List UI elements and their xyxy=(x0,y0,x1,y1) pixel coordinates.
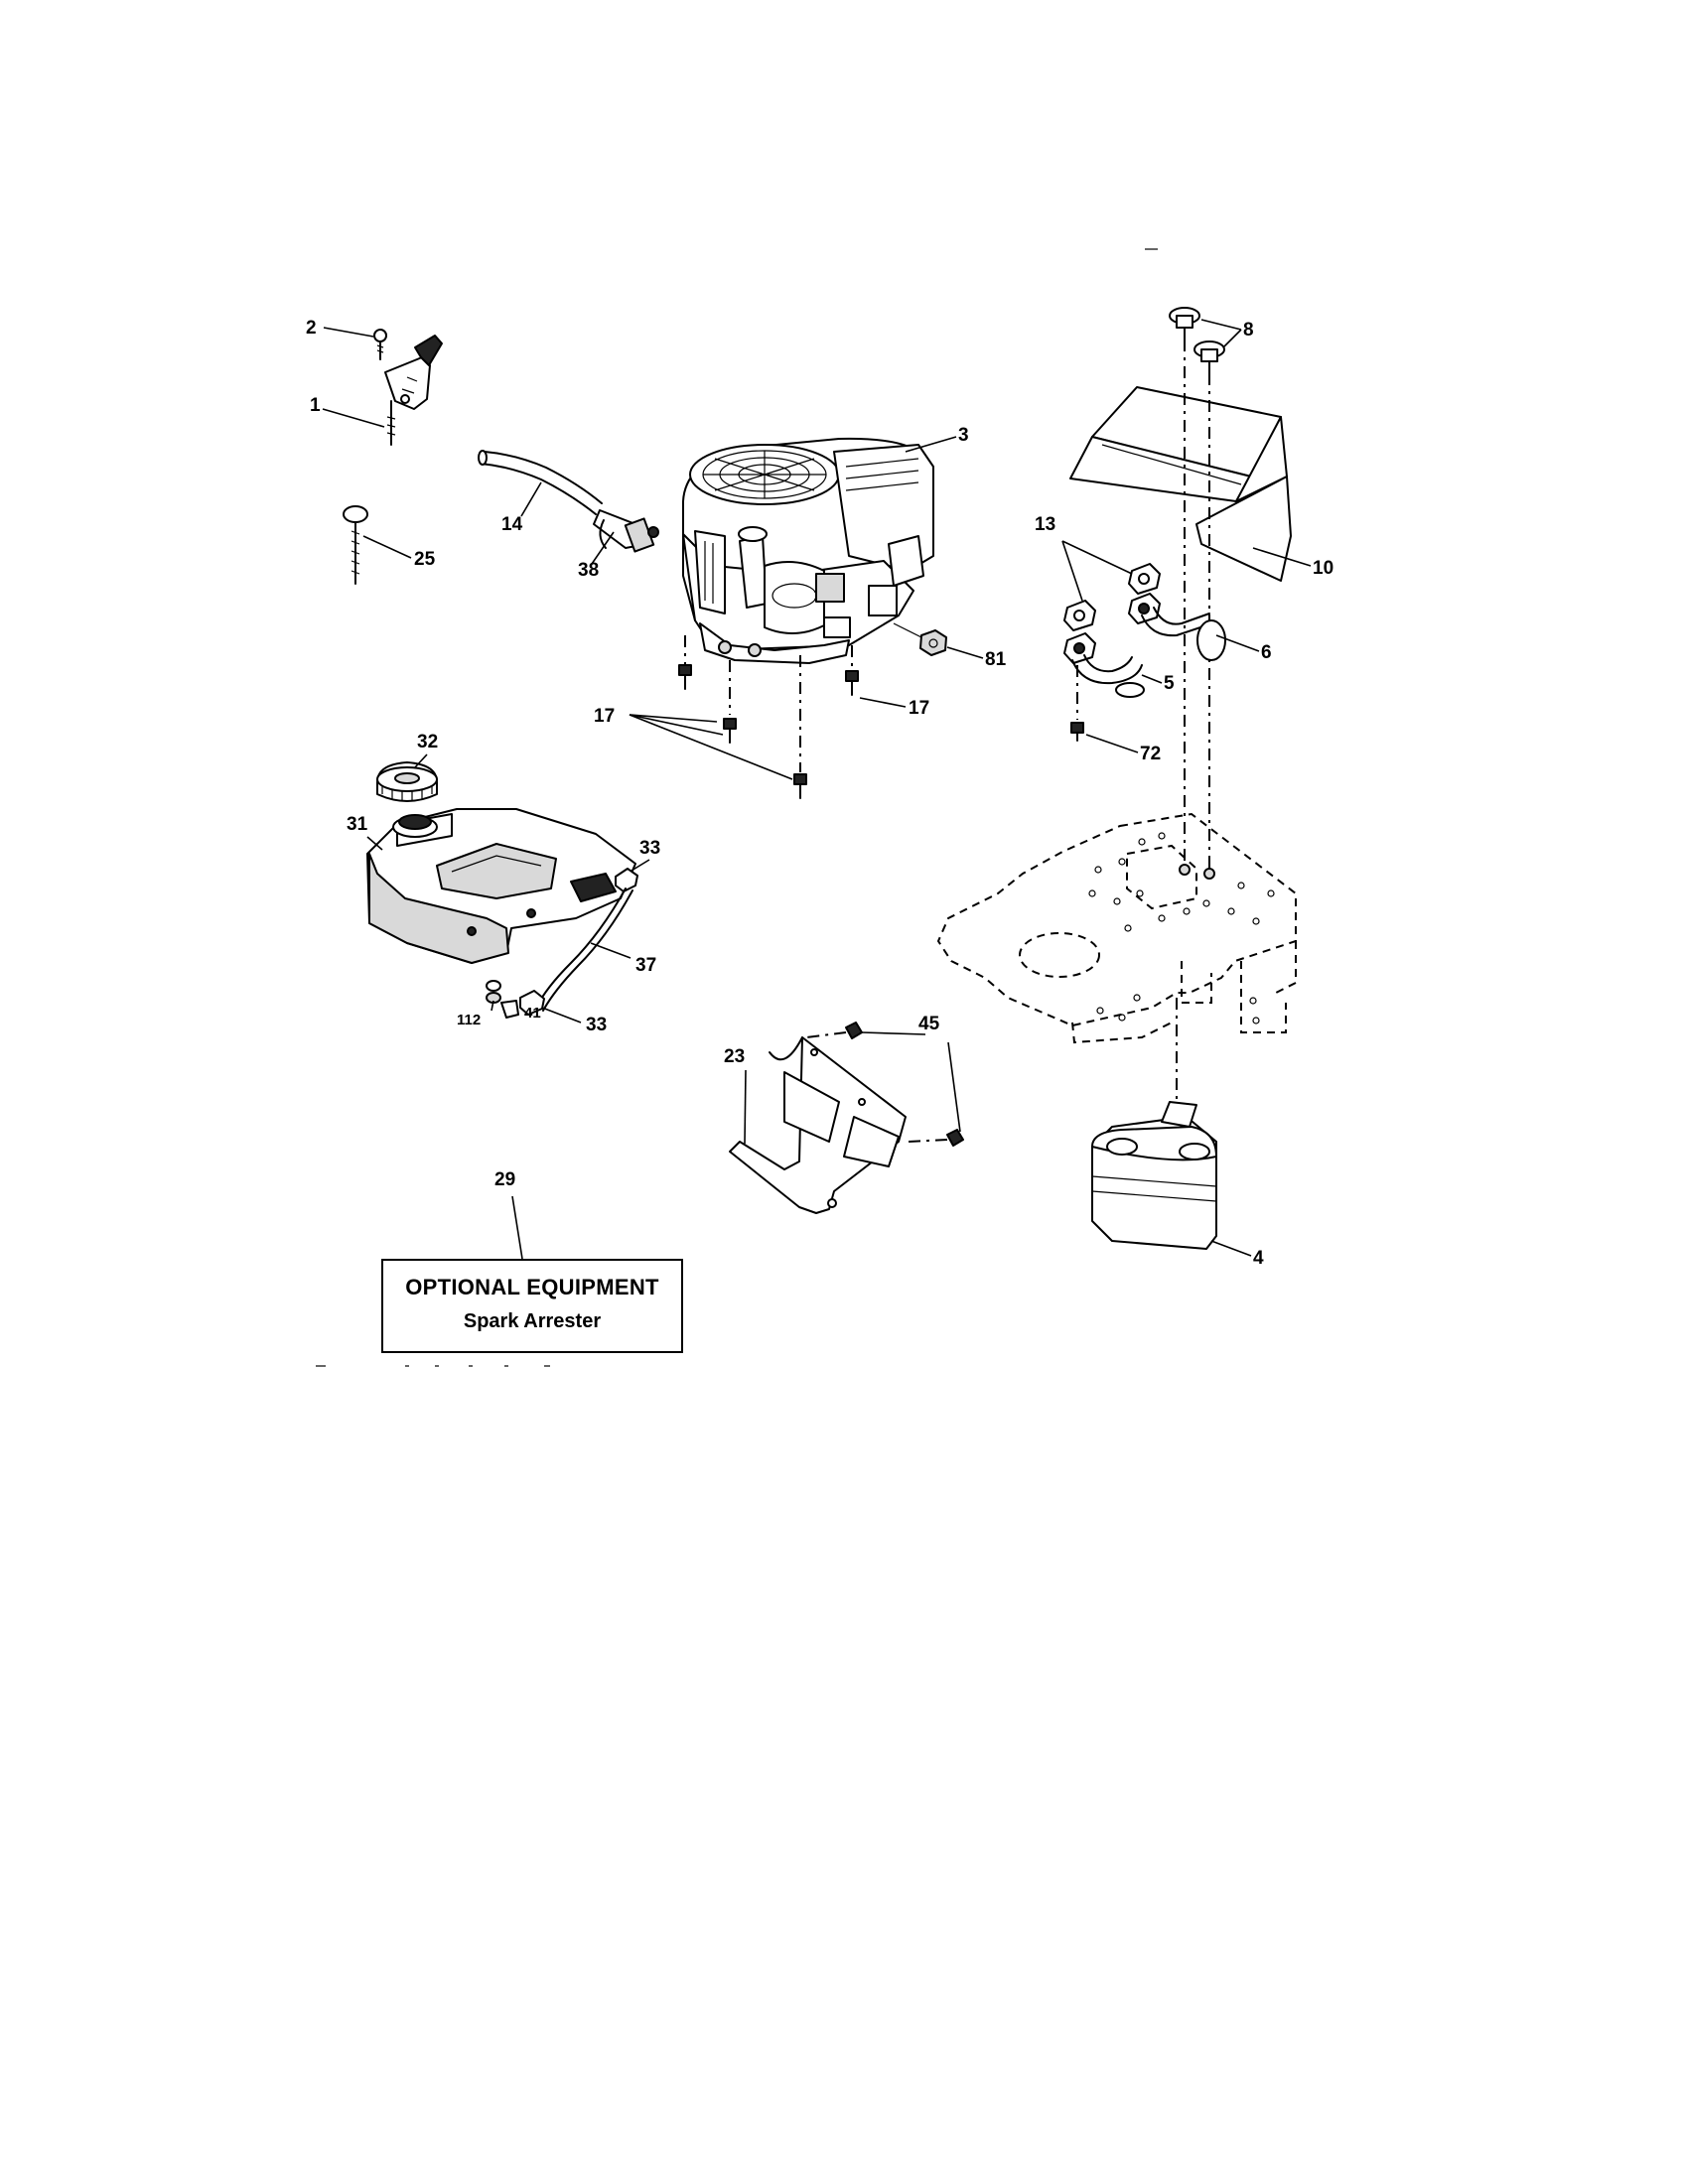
leader-33-upper xyxy=(631,859,650,872)
part-37-fuel-line xyxy=(535,887,633,1012)
optional-equipment-box: OPTIONAL EQUIPMENT Spark Arrester xyxy=(381,1259,683,1353)
leader-38 xyxy=(591,531,615,565)
part-2-screw xyxy=(373,329,387,360)
leader-17a xyxy=(629,714,793,780)
leader-10 xyxy=(1252,547,1312,567)
callout-31: 31 xyxy=(347,814,368,835)
part-31-fuel-tank xyxy=(366,808,636,964)
callout-29: 29 xyxy=(494,1169,515,1190)
leader-23 xyxy=(744,1069,747,1145)
leader-17b xyxy=(859,697,907,708)
leader-25 xyxy=(362,535,412,559)
leader-2 xyxy=(323,327,374,338)
leader-81 xyxy=(946,646,984,659)
callout-33-upper: 33 xyxy=(639,838,660,859)
part-6-exhaust-pipe xyxy=(1141,607,1226,661)
part-72-bolt xyxy=(1070,665,1084,742)
callout-17-left: 17 xyxy=(594,706,615,727)
leader-5 xyxy=(1141,674,1163,684)
callout-41: 41 xyxy=(524,1005,541,1022)
callout-72: 72 xyxy=(1140,744,1161,764)
part-23-shield xyxy=(729,1036,907,1214)
callout-32: 32 xyxy=(417,732,438,752)
part-81-nut xyxy=(893,622,947,656)
part-1-throttle-bracket xyxy=(384,335,443,446)
callout-45: 45 xyxy=(918,1014,940,1034)
callout-6: 6 xyxy=(1261,642,1272,663)
callout-8: 8 xyxy=(1243,320,1254,341)
callout-13: 13 xyxy=(1035,514,1055,535)
callout-10: 10 xyxy=(1313,558,1333,579)
leader-37 xyxy=(590,942,632,959)
callout-33-lower: 33 xyxy=(586,1015,607,1035)
leader-4 xyxy=(1210,1240,1252,1257)
spark-arrester-label: Spark Arrester xyxy=(463,1310,602,1332)
leader-13 xyxy=(1061,540,1133,602)
callout-14: 14 xyxy=(501,514,523,535)
callout-25: 25 xyxy=(414,549,436,570)
optional-equipment-title: OPTIONAL EQUIPMENT xyxy=(405,1275,659,1299)
callout-37: 37 xyxy=(635,955,656,976)
part-17-bolts xyxy=(678,635,859,799)
leader-1 xyxy=(322,408,385,428)
leader-14 xyxy=(520,481,542,517)
callout-4: 4 xyxy=(1253,1248,1264,1269)
leader-32 xyxy=(414,753,428,768)
part-25-pin xyxy=(343,505,368,585)
part-8-screws xyxy=(1169,307,1225,374)
part-10-heat-shield xyxy=(1069,386,1292,582)
callout-17-right: 17 xyxy=(909,698,929,719)
leader-72 xyxy=(1085,734,1139,753)
callout-5: 5 xyxy=(1164,673,1175,694)
callout-38: 38 xyxy=(578,560,599,581)
callout-2: 2 xyxy=(306,318,317,339)
leader-8 xyxy=(1200,319,1242,348)
callout-23: 23 xyxy=(724,1046,745,1067)
part-41-elbow xyxy=(500,1000,519,1019)
part-4-muffler xyxy=(1091,1101,1217,1250)
callout-81: 81 xyxy=(985,649,1007,670)
leader-45 xyxy=(861,1031,961,1133)
callout-112: 112 xyxy=(457,1012,481,1028)
part-112-grommet xyxy=(486,980,501,1004)
frame-reference xyxy=(936,812,1297,1044)
leader-3 xyxy=(905,436,957,453)
part-45-screws xyxy=(805,1022,964,1147)
leader-33-lower xyxy=(541,1007,582,1024)
part-14-hose xyxy=(478,450,603,515)
leader-31 xyxy=(366,836,383,851)
leader-112 xyxy=(491,1000,494,1012)
part-38-fuel-filter xyxy=(593,509,659,553)
part-3-engine xyxy=(682,437,934,664)
part-33-clamp-upper xyxy=(615,868,638,892)
callout-1: 1 xyxy=(310,395,321,416)
part-5-exhaust-pipe xyxy=(1071,654,1145,698)
leader-6 xyxy=(1215,634,1260,652)
callout-3: 3 xyxy=(958,425,969,446)
scan-marks xyxy=(316,248,1158,1367)
part-32-fuel-cap xyxy=(376,761,438,802)
part-33-clamp-lower xyxy=(519,990,545,1016)
leader-29 xyxy=(511,1195,523,1260)
part-13-gaskets xyxy=(1063,563,1161,664)
